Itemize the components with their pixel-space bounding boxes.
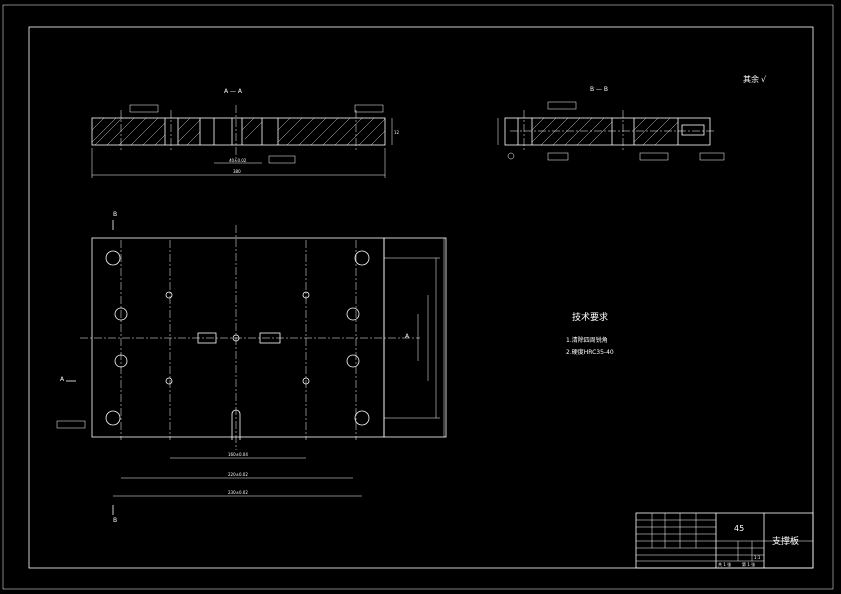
material-value: 45 xyxy=(734,524,744,533)
section-view-aa: A — A xyxy=(91,88,400,178)
svg-text:√: √ xyxy=(761,75,767,84)
marker-b-bottom: B xyxy=(113,517,117,524)
hatch-block-1 xyxy=(91,117,166,146)
section-bb-label: B — B xyxy=(590,86,608,93)
hatch-block-3 xyxy=(241,117,263,140)
hole-top-right xyxy=(354,250,370,266)
title-block: 45 支撑板 1:1 共 1 张 第 1 张 xyxy=(635,512,814,569)
dim-bottom-2: 220±0.02 xyxy=(228,472,248,477)
tech-item-2: 2.硬度HRC35-40 xyxy=(566,348,614,356)
dim-front-width: 380 xyxy=(233,169,241,174)
remaining-roughness: 其余 xyxy=(743,74,759,84)
hole-bottom-right xyxy=(354,410,370,426)
tech-item-1: 1.清除四周锐角 xyxy=(566,336,608,344)
section-view-bb: B — B 其余 √ xyxy=(497,74,767,161)
marker-a-left: A xyxy=(60,376,65,383)
marker-b-top: B xyxy=(113,211,117,218)
hatch-block-2 xyxy=(177,117,201,146)
hole-top-left xyxy=(105,250,121,266)
dim-thickness: 12 xyxy=(394,130,400,135)
section-aa-label: A — A xyxy=(224,88,243,95)
hatch-block-6 xyxy=(633,117,679,146)
part-name: 支撑板 xyxy=(772,535,799,547)
sheet-total: 共 1 张 xyxy=(718,561,731,567)
scale-value: 1:1 xyxy=(754,555,761,560)
sheet-number: 第 1 张 xyxy=(742,561,755,567)
hole-bottom-left xyxy=(105,410,121,426)
hatch-block-5 xyxy=(531,117,613,146)
outer-border xyxy=(2,4,834,590)
plan-view: B B A A 160±0.04 220±0.02 230±0.02 xyxy=(56,211,447,524)
marker-a-right: A xyxy=(405,333,410,340)
dim-bottom-3: 230±0.02 xyxy=(228,490,248,495)
tech-heading: 技术要求 xyxy=(572,311,608,323)
tech-requirements: 技术要求 1.清除四周锐角 2.硬度HRC35-40 xyxy=(566,311,614,356)
inner-border xyxy=(28,26,814,569)
dim-bottom-1: 160±0.04 xyxy=(228,452,248,457)
dim-section-aa: 40±0.02 xyxy=(229,158,247,163)
hatch-block-4 xyxy=(277,117,386,146)
